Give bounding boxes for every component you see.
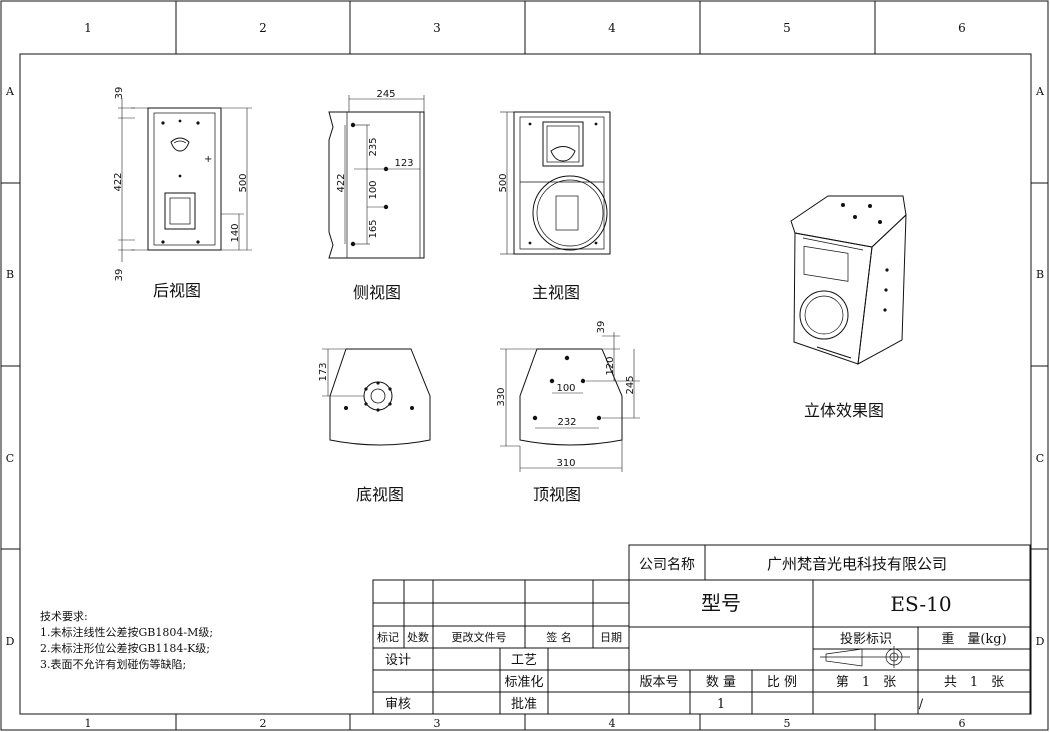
top-dim-39: 39 <box>596 321 607 334</box>
model-value: ES-10 <box>890 592 951 616</box>
projection-label: 投影标识 <box>840 631 892 647</box>
side-dim-422: 422 <box>336 173 347 192</box>
review-label: 审核 <box>385 697 411 712</box>
notes-line-2: 2.未标注形位公差按GB1184-K级; <box>40 641 210 655</box>
side-view <box>328 95 425 259</box>
quantity-value: 1 <box>717 697 725 712</box>
sheet-label: 第 1 张 <box>836 675 896 690</box>
isometric-view-caption: 立体效果图 <box>804 401 884 420</box>
zone-row-b: B <box>6 268 14 281</box>
scale-value: / <box>919 697 924 712</box>
notes-line-3: 3.表面不允许有划碰伤等缺陷; <box>40 657 186 671</box>
rear-view-caption: 后视图 <box>153 281 201 300</box>
front-dim-height: 500 <box>498 173 509 192</box>
front-view-caption: 主视图 <box>532 283 580 302</box>
rear-dim-height: 500 <box>238 173 249 192</box>
projection-symbol-icon <box>820 646 910 668</box>
design-label: 设计 <box>385 653 411 668</box>
notes-title: 技术要求: <box>40 610 88 623</box>
scale-label: 比 例 <box>767 675 797 690</box>
zone-col-4: 4 <box>608 21 616 35</box>
top-dim-100: 100 <box>556 383 575 394</box>
zone-row-c: C <box>6 452 14 465</box>
top-dim-310: 310 <box>556 458 575 469</box>
zone-col-4-bottom: 4 <box>609 717 616 730</box>
model-label: 型号 <box>701 591 741 615</box>
rev-header-doc: 更改文件号 <box>452 630 507 644</box>
bottom-view-caption: 底视图 <box>356 485 404 504</box>
side-view-caption: 侧视图 <box>353 283 401 302</box>
rev-header-sign: 签 名 <box>546 630 572 644</box>
zone-col-5-bottom: 5 <box>784 717 791 730</box>
process-label: 工艺 <box>511 653 537 668</box>
top-view <box>500 332 640 472</box>
zone-col-5: 5 <box>783 21 791 35</box>
company-name: 广州梵音光电科技有限公司 <box>767 555 947 573</box>
zone-col-3-bottom: 3 <box>434 717 441 730</box>
top-view-caption: 顶视图 <box>533 485 581 504</box>
rear-dim-port: 140 <box>230 223 241 242</box>
zone-row-b-right: B <box>1036 268 1044 281</box>
top-dim-330: 330 <box>496 387 507 406</box>
rear-dim-bottom: 39 <box>114 269 125 282</box>
company-label: 公司名称 <box>639 557 695 573</box>
side-dim-100: 100 <box>368 180 379 199</box>
front-view <box>500 111 611 255</box>
zone-col-2: 2 <box>259 21 267 35</box>
side-dim-235: 235 <box>368 137 379 156</box>
rear-cross-mark: + <box>204 154 212 165</box>
zone-col-3: 3 <box>433 21 441 35</box>
version-label: 版本号 <box>639 675 678 690</box>
zone-row-a-right: A <box>1035 85 1045 98</box>
zone-col-2-bottom: 2 <box>260 717 267 730</box>
side-dim-165: 165 <box>368 219 379 238</box>
top-dim-245: 245 <box>625 375 636 394</box>
weight-label: 重 量(kg) <box>941 631 1006 647</box>
zone-row-d: D <box>6 635 15 648</box>
zone-row-d-right: D <box>1036 635 1045 648</box>
side-dim-123: 123 <box>394 158 413 169</box>
rev-header-mark: 标记 <box>377 630 399 644</box>
quantity-label: 数 量 <box>706 675 736 690</box>
rev-header-count: 处数 <box>407 631 429 644</box>
total-sheets-label: 共 1 张 <box>944 675 1004 690</box>
top-dim-232: 232 <box>557 417 576 428</box>
zone-col-6: 6 <box>958 21 966 35</box>
zone-col-1: 1 <box>84 21 92 35</box>
rear-dim-top: 39 <box>114 87 125 100</box>
bottom-view <box>322 348 431 446</box>
title-block-grid <box>372 544 1031 715</box>
rear-dim-height-inner: 422 <box>113 172 124 191</box>
zone-row-a: A <box>5 85 15 98</box>
zone-row-c-right: C <box>1036 452 1044 465</box>
rear-view: + <box>118 98 252 262</box>
top-dim-120: 120 <box>605 356 616 375</box>
bottom-dim-173: 173 <box>318 362 329 381</box>
notes-line-1: 1.未标注线性公差按GB1804-M级; <box>40 625 213 639</box>
zone-col-1-bottom: 1 <box>85 717 92 730</box>
side-dim-depth: 245 <box>376 89 395 100</box>
zone-col-6-bottom: 6 <box>959 717 966 730</box>
rev-header-date: 日期 <box>600 631 622 644</box>
isometric-view <box>790 195 907 365</box>
standardize-label: 标准化 <box>504 675 543 690</box>
approve-label: 批准 <box>511 697 537 712</box>
